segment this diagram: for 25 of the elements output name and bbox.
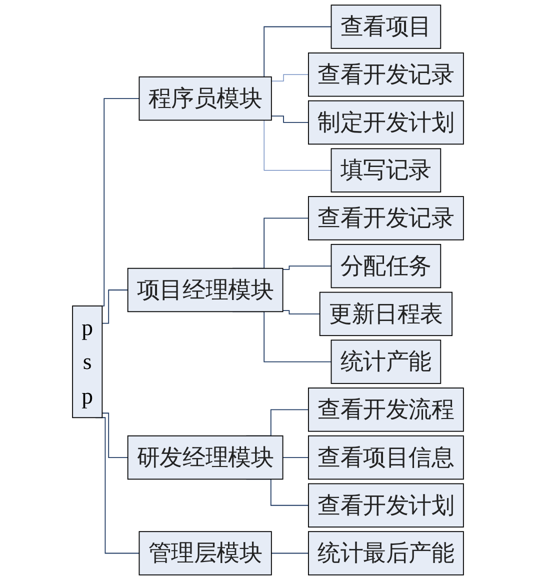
node-box: 查看开发记录 <box>308 52 464 97</box>
node-box: 统计最后产能 <box>308 531 464 576</box>
node-box: 分配任务 <box>330 244 441 288</box>
node-box: 项目经理模块 <box>126 268 283 312</box>
connector <box>282 310 320 314</box>
connector <box>270 552 308 554</box>
node-box: 查看项目 <box>330 4 441 49</box>
node-box: 管理层模块 <box>138 531 272 576</box>
connector <box>101 412 128 458</box>
connector <box>282 457 308 458</box>
node-box: 更新日程表 <box>318 292 452 336</box>
node-box: 程序员模块 <box>138 76 272 121</box>
node-box: 统计产能 <box>330 340 441 384</box>
node-box: 查看项目信息 <box>308 435 464 480</box>
node-box: 查看开发计划 <box>308 483 464 528</box>
connector <box>270 74 308 82</box>
node-box: 研发经理模块 <box>126 435 283 480</box>
connector <box>282 266 332 270</box>
node-box: 制定开发计划 <box>308 100 464 145</box>
node-box: 查看开发流程 <box>308 388 464 432</box>
node-box: 查看开发记录 <box>308 196 464 240</box>
connector <box>270 116 308 123</box>
connector <box>101 290 128 324</box>
node-box: 填写记录 <box>330 148 441 192</box>
node-box: p s p <box>72 306 102 418</box>
